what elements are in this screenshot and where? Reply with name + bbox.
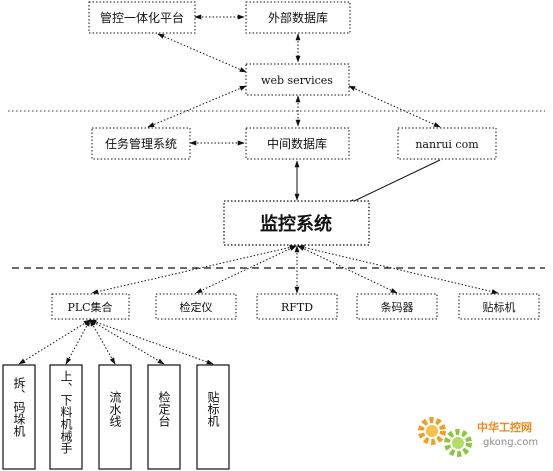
node-rfid: RFTD xyxy=(256,293,338,320)
node-labeler: 贴标机 xyxy=(458,293,540,320)
node-monitor: 监控系统 xyxy=(223,200,370,246)
node-barcode: 条码器 xyxy=(356,293,438,320)
node-top-platform: 管控一体化平台 xyxy=(88,1,196,34)
connector-nanrui-monitor xyxy=(347,159,441,205)
node-barcode-label: 条码器 xyxy=(381,300,414,314)
node-nanrui: nanrui com xyxy=(397,127,497,160)
connector-monitor-verifier xyxy=(195,245,297,294)
node-task-mgmt-label: 任务管理系统 xyxy=(105,136,177,151)
connector-plc-child-2 xyxy=(65,319,91,365)
node-labeler-label: 贴标机 xyxy=(483,300,516,314)
connector-plc-child-1 xyxy=(18,319,91,365)
node-monitor-label: 监控系统 xyxy=(260,213,332,235)
plc-child-4-label: 检定台 xyxy=(157,390,171,427)
node-plc-group-label: PLC集合 xyxy=(67,300,112,314)
node-nanrui-label: nanrui com xyxy=(415,138,479,151)
node-web-services-label: web services xyxy=(261,74,333,87)
plc-child-1: 拆、码垛机 xyxy=(2,364,36,470)
connector-monitor-plc xyxy=(91,245,297,294)
node-verifier-label: 检定仪 xyxy=(180,300,213,314)
node-middle-db-label: 中间数据库 xyxy=(267,136,327,151)
plc-child-4: 检定台 xyxy=(147,364,181,470)
plc-child-1-label: 拆、码垛机 xyxy=(12,376,26,437)
connector-webservices-task xyxy=(147,85,247,128)
connector-platform-webservices xyxy=(157,33,247,73)
node-top-platform-label: 管控一体化平台 xyxy=(100,10,184,25)
gear-icon xyxy=(418,417,472,457)
plc-child-3-label: 流水线 xyxy=(108,391,122,427)
node-web-services: web services xyxy=(245,63,350,96)
connector-monitor-labeler xyxy=(297,245,499,294)
node-rfid-label: RFTD xyxy=(281,301,313,314)
node-plc-group: PLC集合 xyxy=(51,293,130,320)
plc-child-5: 贴标机 xyxy=(196,364,230,470)
connector-plc-child-5 xyxy=(89,319,214,365)
node-middle-db: 中间数据库 xyxy=(245,127,350,160)
connectors xyxy=(18,14,499,365)
node-task-mgmt: 任务管理系统 xyxy=(91,127,191,160)
watermark-brand: 中华工控网 xyxy=(477,420,532,434)
plc-child-2-label: 上、下料机械手 xyxy=(59,370,73,454)
connector-plc-child-3 xyxy=(89,319,116,365)
node-external-db: 外部数据库 xyxy=(245,1,351,34)
plc-child-5-label: 贴标机 xyxy=(206,391,220,427)
plc-child-3: 流水线 xyxy=(98,364,132,470)
plc-child-2: 上、下料机械手 xyxy=(49,364,83,470)
connector-webservices-nanrui xyxy=(348,85,441,128)
node-external-db-label: 外部数据库 xyxy=(268,10,328,25)
watermark: 中华工控网 gkong.com xyxy=(418,417,538,457)
node-verifier: 检定仪 xyxy=(155,293,237,320)
watermark-url: gkong.com xyxy=(483,437,538,448)
connector-monitor-barcode xyxy=(297,245,398,294)
